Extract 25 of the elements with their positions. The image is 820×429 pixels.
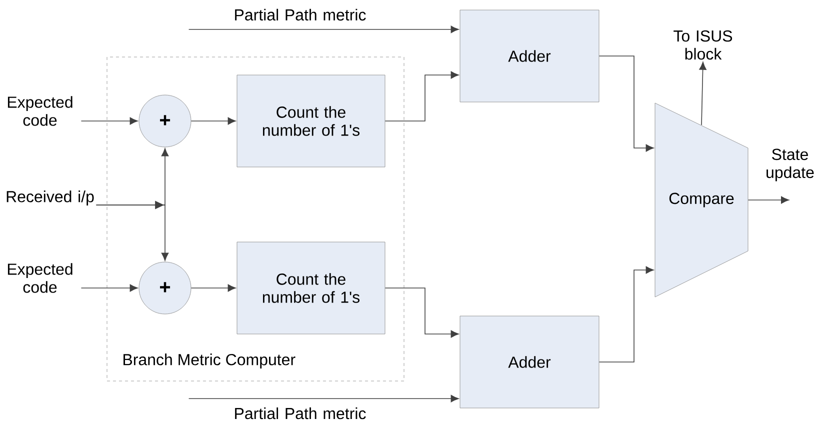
signal-label: Partial Path metric — [235, 407, 366, 420]
arrow — [80, 117, 138, 125]
arrow — [699, 62, 706, 126]
process-box: Count the number of 1's — [236, 74, 386, 168]
arrow — [190, 284, 236, 292]
arrow — [188, 26, 459, 34]
signal-label: Partial Path metric — [235, 8, 366, 21]
signal-label: State update — [766, 148, 814, 182]
compare-trapezoid: Compare — [654, 102, 748, 298]
signal-label: Expected code — [8, 263, 72, 293]
signal-label: To ISUS block — [674, 30, 732, 60]
process-box: Adder — [460, 10, 600, 102]
arrow — [188, 394, 459, 402]
arrow — [80, 284, 138, 292]
signal-label: Received i/p — [6, 190, 94, 206]
process-box: Adder — [460, 316, 600, 408]
signal-label: Expected code — [8, 96, 72, 126]
arrow — [748, 196, 789, 204]
arrow — [598, 266, 654, 362]
arrow — [190, 117, 236, 125]
process-box: Count the number of 1's — [236, 242, 386, 334]
arrow — [384, 71, 459, 122]
arrow — [598, 56, 654, 152]
arrow — [384, 288, 459, 338]
arrow — [96, 204, 169, 261]
